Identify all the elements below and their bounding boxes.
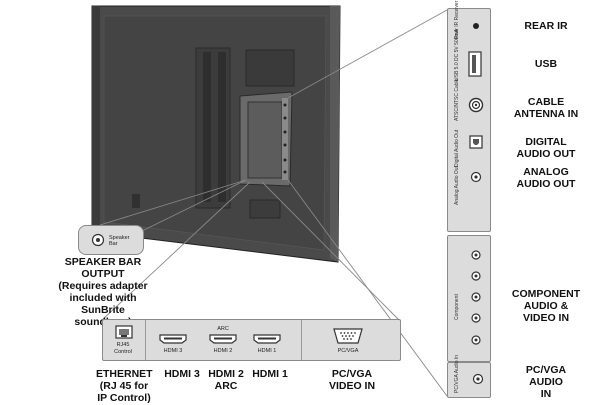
- pcvga-video-title: PC/VGA: [331, 368, 373, 380]
- component-panel-label: Component: [454, 294, 460, 320]
- hdmi3-panel-label: HDMI 3: [163, 348, 183, 354]
- pcvga-video-note: VIDEO IN: [328, 380, 376, 392]
- side-connector-panel: Rear IR Receiver USB 5.0 DC 5V 500mA ATS…: [447, 1, 491, 232]
- ethernet-title: ETHERNET: [96, 368, 153, 380]
- bottom-connector-panel: RJ45 Control HDMI 3 ARC HDMI 2 HDMI 1 PC…: [102, 319, 401, 361]
- cable-antenna-title: CABLE: [527, 96, 565, 108]
- hdmi1-callout: HDMI 1: [252, 368, 288, 380]
- hdmi2-port-icon: [209, 334, 237, 344]
- ethernet-note-1: (RJ 45 for: [99, 380, 149, 392]
- cable-antenna-subtitle: ANTENNA IN: [513, 108, 579, 120]
- usb-callout: USB: [534, 58, 558, 70]
- pcvga-video-callout: PC/VGA VIDEO IN: [322, 368, 382, 392]
- optical-port-icon: [469, 135, 483, 149]
- component-subtitle-2: VIDEO IN: [522, 312, 570, 324]
- usb-port-icon: [468, 51, 482, 77]
- coax-port-icon: [468, 97, 484, 113]
- vga-port-icon: [333, 328, 363, 344]
- rj45-label: RJ45: [116, 342, 130, 348]
- hdmi2-panel-label: HDMI 2: [213, 348, 233, 354]
- analog-audio-callout: ANALOG AUDIO OUT: [496, 166, 596, 190]
- pc-audio-panel: PC/VGA Audio In: [447, 355, 491, 398]
- speaker-bar-output-callout: SPEAKER BAR OUTPUT (Requires adapter inc…: [48, 256, 158, 328]
- speaker-bar-panel: Speaker Bar: [78, 225, 144, 255]
- rear-ir-sensor-icon: [473, 23, 479, 29]
- digital-audio-callout: DIGITAL AUDIO OUT: [496, 136, 596, 160]
- cable-antenna-callout: CABLE ANTENNA IN: [496, 96, 596, 120]
- speaker-bar-title: SPEAKER BAR OUTPUT: [64, 256, 142, 280]
- hdmi2-arc-panel-label: ARC: [217, 326, 229, 332]
- pcvga-panel-label: PC/VGA: [337, 348, 359, 354]
- digital-audio-panel-label: Digital Audio Out: [454, 129, 460, 167]
- hdmi3-port-icon: [159, 334, 187, 344]
- speaker-bar-panel-label: Speaker Bar: [109, 235, 130, 247]
- pc-audio-jack-icon: [472, 373, 484, 385]
- rj45-control-label: Control: [114, 349, 132, 355]
- hdmi2-arc: ARC: [214, 380, 238, 392]
- analog-audio-jack-icon: [470, 171, 482, 183]
- pc-audio-panel-label: PC/VGA Audio In: [454, 354, 460, 393]
- component-callout: COMPONENT AUDIO & VIDEO IN: [496, 288, 596, 324]
- antenna-panel-label: ATSC/NTSC Cable: [454, 78, 460, 121]
- hdmi2-title: HDMI 2: [208, 368, 244, 380]
- hdmi1-panel-label: HDMI 1: [257, 348, 277, 354]
- speaker-jack-icon: [91, 233, 105, 247]
- component-panel: Component: [447, 235, 491, 362]
- ethernet-note-2: IP Control): [97, 392, 151, 404]
- usb-panel-label: USB 5.0 DC 5V 500mA: [454, 29, 460, 81]
- pcvga-audio-subtitle-2: IN: [540, 388, 552, 400]
- hdmi3-callout: HDMI 3: [164, 368, 200, 380]
- pcvga-audio-callout: PC/VGA AUDIO IN: [496, 364, 596, 400]
- component-title: COMPONENT: [511, 288, 581, 300]
- digital-audio-subtitle: AUDIO OUT: [516, 148, 576, 160]
- component-jacks-icon: [471, 250, 481, 345]
- analog-audio-panel-label: Analog Audio Out: [454, 166, 460, 205]
- ethernet-callout: ETHERNET (RJ 45 for IP Control): [96, 368, 153, 404]
- hdmi1-port-icon: [253, 334, 281, 344]
- speaker-bar-note-2: included with SunBrite: [69, 292, 137, 316]
- digital-audio-title: DIGITAL: [525, 136, 567, 148]
- analog-audio-subtitle: AUDIO OUT: [516, 178, 576, 190]
- hdmi2-callout: HDMI 2 ARC: [206, 368, 246, 392]
- rj45-port-icon: [115, 325, 133, 339]
- speaker-bar-note-1: (Requires adapter: [58, 280, 148, 292]
- component-subtitle-1: AUDIO &: [523, 300, 569, 312]
- pcvga-audio-subtitle-1: AUDIO: [529, 376, 563, 388]
- analog-audio-title: ANALOG: [523, 166, 569, 178]
- pcvga-audio-title: PC/VGA: [525, 364, 567, 376]
- rear-ir-callout: REAR IR: [524, 20, 568, 32]
